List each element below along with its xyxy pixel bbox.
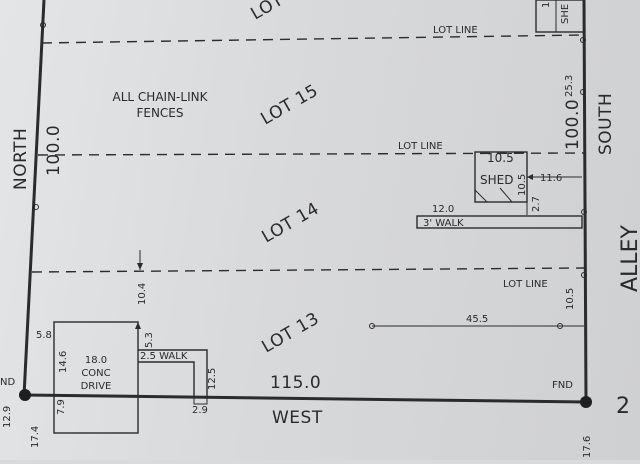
note-fences-line1: ALL CHAIN-LINK [113,90,209,104]
shed-depth-dim: 10.5 [517,174,528,196]
dim-7-9: 7.9 [56,399,67,415]
shed-lower-dim: 2.7 [531,196,542,212]
dim-5-3: 5.3 [144,332,155,348]
west-boundary-line [23,393,587,404]
note-fences-line2: FENCES [136,106,183,120]
arrow-icon [137,263,143,270]
left-fnd-label: ND [0,377,15,388]
west-label: WEST [272,408,323,428]
south-boundary-line [582,0,588,403]
west-dimension: 115.0 [270,373,321,393]
arrow-icon [527,174,533,180]
lot-line-label-middle: LOT LINE [398,141,443,152]
rear-walk-label: 3' WALK [423,218,464,229]
dim-12-9: 12.9 [2,406,13,428]
boundary-tick [581,272,587,278]
walk-offset-dim: 12.0 [432,204,454,215]
dim-45-5: 45.5 [466,314,488,325]
boundary-tick [33,204,39,210]
lot-line-middle [37,152,585,156]
north-boundary-line [22,0,46,397]
corner-monument-left [19,389,31,401]
south-label: SOUTH [596,93,616,155]
lot-label-15: LOT 15 [258,81,322,130]
shed-setback-dim: 11.6 [540,173,562,184]
right-edge-digit: 2 [616,394,630,419]
dim-17-6: 17.6 [582,436,593,458]
rear-walk [416,215,583,229]
boundary-tick [580,37,586,43]
shed-top-label-partial: SHE [560,4,571,24]
lot-line-label-top: LOT LINE [433,25,478,36]
dim-5-8: 5.8 [36,330,52,341]
dim-17-4: 17.4 [30,426,41,448]
dim-10-4: 10.4 [137,283,148,305]
front-walk-label: 2.5 WALK [140,351,188,362]
drive-label-line1: CONC [81,368,110,379]
walk-foot [193,397,208,405]
alley-label: ALLEY [618,225,640,292]
lot-line-top [41,34,585,44]
dim-end-circle [369,323,375,329]
lot-label-14: LOT 14 [259,199,323,248]
shed-hatch [499,187,513,203]
dim-end-circle [557,323,563,329]
right-fnd-label: FND [552,380,573,391]
arrow-icon [135,322,141,329]
lot-line-bottom [31,267,585,273]
boundary-tick [581,209,587,215]
dim-25-3: 25.3 [564,75,575,97]
shed-width-dim: 10.5 [487,151,514,165]
lot-line-label-bottom: LOT LINE [503,279,548,290]
lot-label-13: LOT 13 [259,309,323,358]
front-walk-inner [138,361,195,398]
shed-hatch [474,189,488,203]
shed-label: SHED [480,173,513,187]
north-label: NORTH [11,128,31,190]
boundary-tick [580,89,586,95]
boundary-tick [40,22,46,28]
dim-12-5: 12.5 [207,368,218,390]
shed-top-outline [535,0,585,33]
dim-14-6: 14.6 [58,351,69,373]
dim-2-9: 2.9 [192,405,208,416]
lot-label-top-partial: LOT [248,0,288,24]
corner-monument-right [580,396,592,408]
north-dimension: 100.0 [44,125,64,176]
south-dimension: 100.0 [563,99,583,150]
dim-10-5-east: 10.5 [565,288,576,310]
drive-width: 18.0 [85,355,107,366]
drive-label-line2: DRIVE [81,381,112,392]
front-walk-outer [138,349,208,398]
shed-top-dim-partial: 11. [541,0,552,8]
